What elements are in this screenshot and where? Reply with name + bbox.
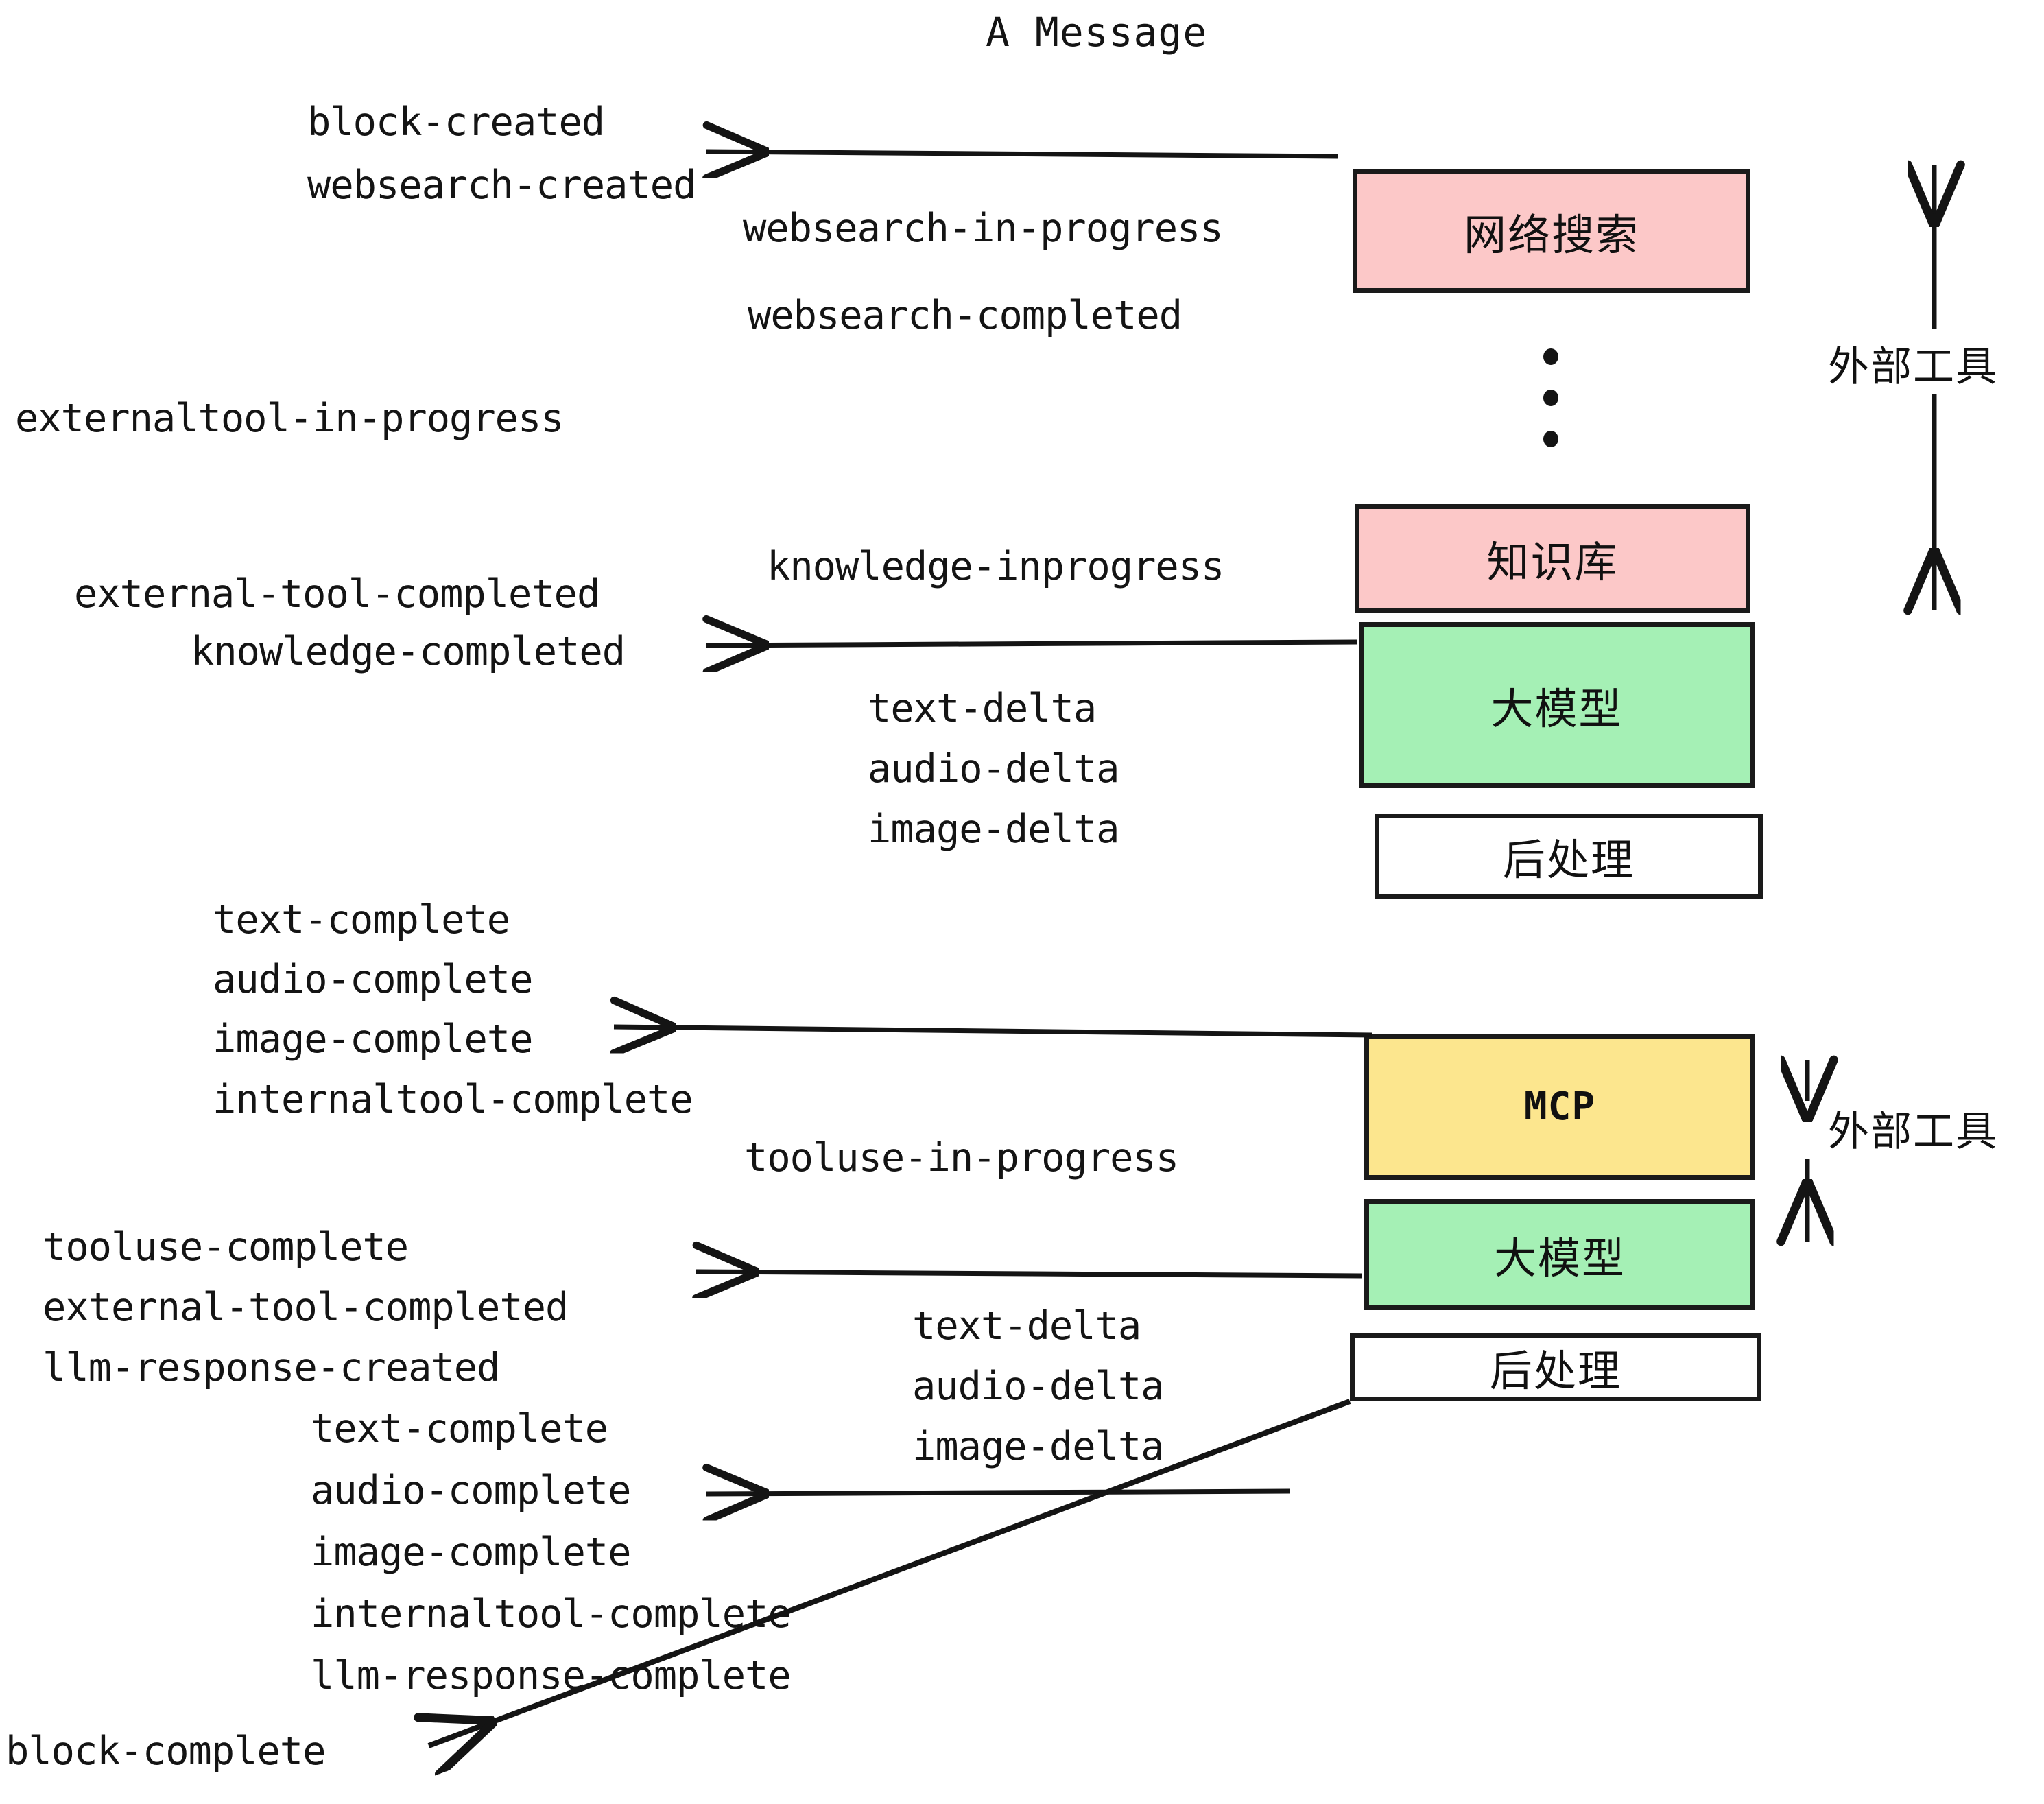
ellipsis-dot-3	[1543, 431, 1558, 447]
event-external-tool-completed-1: external-tool-completed	[74, 571, 600, 617]
event-internaltool-complete-2: internaltool-complete	[311, 1591, 792, 1637]
side-label-external-tools-top: 外部工具	[1828, 343, 1998, 391]
event-llm-response-created: llm-response-created	[43, 1345, 500, 1390]
event-websearch-in-progress: websearch-in-progress	[743, 206, 1224, 251]
event-llm-response-complete: llm-response-complete	[311, 1653, 792, 1698]
event-websearch-created: websearch-created	[307, 163, 696, 208]
stage-box-llm-1[interactable]: 大模型	[1359, 622, 1755, 788]
event-image-complete-2: image-complete	[311, 1530, 631, 1575]
stage-box-mcp[interactable]: MCP	[1364, 1034, 1755, 1180]
event-block-created: block-created	[307, 99, 605, 145]
stage-box-websearch-label: 网络搜索	[1463, 210, 1639, 260]
event-audio-delta-1: audio-delta	[868, 746, 1119, 792]
event-knowledge-inprogress: knowledge-inprogress	[767, 544, 1224, 589]
stage-box-knowledge-label: 知识库	[1486, 537, 1619, 587]
event-text-complete-1: text-complete	[213, 897, 510, 942]
event-text-delta-2: text-delta	[912, 1303, 1141, 1349]
event-externaltool-in-progress: externaltool-in-progress	[15, 396, 565, 441]
event-image-complete-1: image-complete	[213, 1017, 533, 1062]
stage-box-postprocess-1-label: 后处理	[1502, 835, 1635, 885]
event-text-complete-2: text-complete	[311, 1406, 608, 1451]
event-external-tool-completed-2: external-tool-completed	[43, 1285, 569, 1330]
arrow-websearch-to-created	[706, 152, 1338, 156]
arrow-postprocess1-to-image-complete	[614, 1027, 1372, 1035]
stage-box-llm-2[interactable]: 大模型	[1364, 1199, 1755, 1310]
event-audio-complete-2: audio-complete	[311, 1468, 631, 1513]
stage-box-postprocess-2-label: 后处理	[1489, 1346, 1621, 1396]
stage-box-knowledge[interactable]: 知识库	[1355, 504, 1750, 613]
stage-box-postprocess-2[interactable]: 后处理	[1350, 1333, 1761, 1401]
event-websearch-completed: websearch-completed	[748, 293, 1183, 338]
event-block-complete: block-complete	[5, 1729, 326, 1774]
stage-box-mcp-label: MCP	[1523, 1084, 1596, 1129]
event-audio-complete-1: audio-complete	[213, 957, 533, 1002]
diagram-title: A Message	[986, 9, 1208, 56]
event-tooluse-in-progress: tooluse-in-progress	[744, 1135, 1179, 1180]
arrow-llm1-to-knowledge-completed	[706, 642, 1357, 645]
event-image-delta-2: image-delta	[912, 1424, 1164, 1469]
ellipsis-dot-1	[1543, 348, 1558, 365]
event-text-delta-1: text-delta	[868, 686, 1097, 731]
event-tooluse-complete: tooluse-complete	[43, 1224, 409, 1270]
event-image-delta-1: image-delta	[868, 807, 1119, 852]
stage-box-llm-1-label: 大模型	[1490, 684, 1623, 734]
stage-box-postprocess-1[interactable]: 后处理	[1375, 814, 1763, 899]
arrow-mcp-to-tooluse-complete	[696, 1272, 1362, 1276]
stage-box-websearch[interactable]: 网络搜索	[1353, 169, 1750, 293]
stage-box-llm-2-label: 大模型	[1493, 1233, 1626, 1283]
event-audio-delta-2: audio-delta	[912, 1364, 1164, 1409]
side-label-external-tools-bottom: 外部工具	[1828, 1108, 1998, 1156]
event-knowledge-completed: knowledge-completed	[191, 629, 626, 674]
arrow-llm2-to-audio-complete	[706, 1491, 1290, 1494]
ellipsis-dot-2	[1543, 390, 1558, 406]
event-internaltool-complete-1: internaltool-complete	[213, 1077, 693, 1122]
